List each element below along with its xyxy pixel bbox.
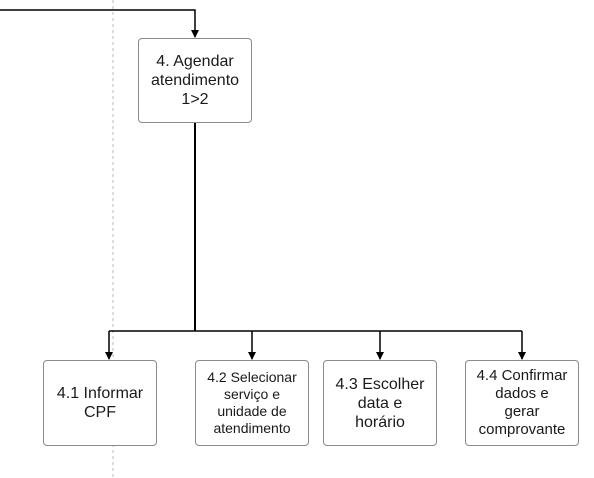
child-node-label: 4.4 Confirmar dados e gerar comprovante <box>476 367 568 438</box>
child-node-label: 4.2 Selecionar serviço e unidade de aten… <box>207 369 297 436</box>
child-node-label: 4.3 Escolher data e horário <box>335 375 425 431</box>
root-node-label: 4. Agendar atendimento 1>2 <box>150 53 240 108</box>
child-node-4-4[interactable]: 4.4 Confirmar dados e gerar comprovante <box>465 360 579 446</box>
child-node-label: 4.1 Informar CPF <box>56 385 144 421</box>
child-node-4-1[interactable]: 4.1 Informar CPF <box>43 360 157 446</box>
root-node[interactable]: 4. Agendar atendimento 1>2 <box>138 38 252 123</box>
child-node-4-3[interactable]: 4.3 Escolher data e horário <box>323 360 437 446</box>
child-node-4-2[interactable]: 4.2 Selecionar serviço e unidade de aten… <box>195 360 309 446</box>
incoming-connector <box>0 9 199 38</box>
